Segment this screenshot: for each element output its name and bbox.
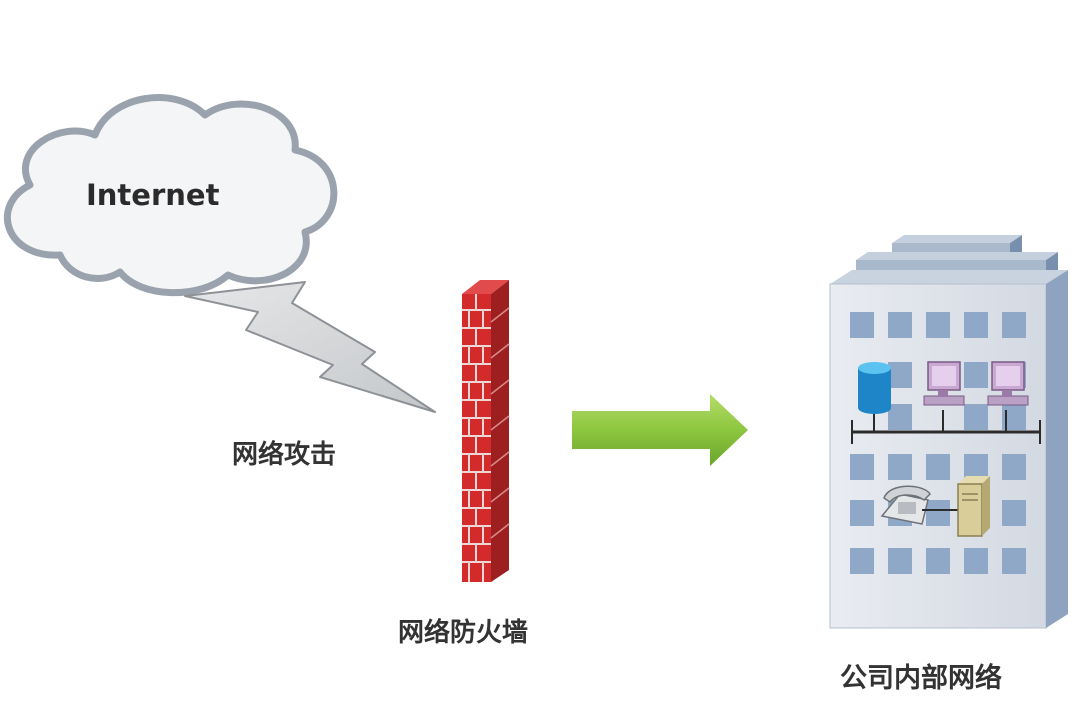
building-window — [1002, 548, 1026, 574]
building-window — [964, 362, 988, 388]
building-window — [850, 548, 874, 574]
building-window — [888, 404, 912, 430]
internal-network-label: 公司内部网络 — [840, 663, 1002, 694]
building-window — [888, 454, 912, 480]
building-window — [850, 500, 874, 526]
building-window — [926, 548, 950, 574]
brick-wall-icon — [462, 280, 510, 582]
right-arrow-icon — [572, 394, 748, 466]
building-window — [964, 404, 988, 430]
building-window — [888, 548, 912, 574]
building-window — [888, 362, 912, 388]
internet-cloud-label: Internet — [86, 178, 220, 212]
computer-icon — [923, 361, 965, 406]
network-attack-label: 网络攻击 — [232, 440, 337, 470]
lightning-bolt-icon — [184, 281, 436, 413]
network-firewall-label: 网络防火墙 — [398, 618, 529, 648]
building-window — [1002, 454, 1026, 480]
cloud-icon — [3, 94, 338, 297]
building-window — [964, 548, 988, 574]
building-window — [888, 312, 912, 338]
database-icon — [858, 362, 891, 414]
building-windows — [850, 312, 1026, 574]
building-window — [964, 312, 988, 338]
building-window — [850, 454, 874, 480]
building-window — [1002, 500, 1026, 526]
building-window — [926, 500, 950, 526]
building-window — [964, 454, 988, 480]
server-tower-icon — [957, 476, 990, 537]
telephone-icon — [880, 485, 931, 525]
network-bus — [851, 410, 1041, 444]
building-window — [850, 312, 874, 338]
building-window — [926, 454, 950, 480]
building-window — [1002, 312, 1026, 338]
building-window — [926, 312, 950, 338]
computer-icon — [987, 361, 1029, 406]
